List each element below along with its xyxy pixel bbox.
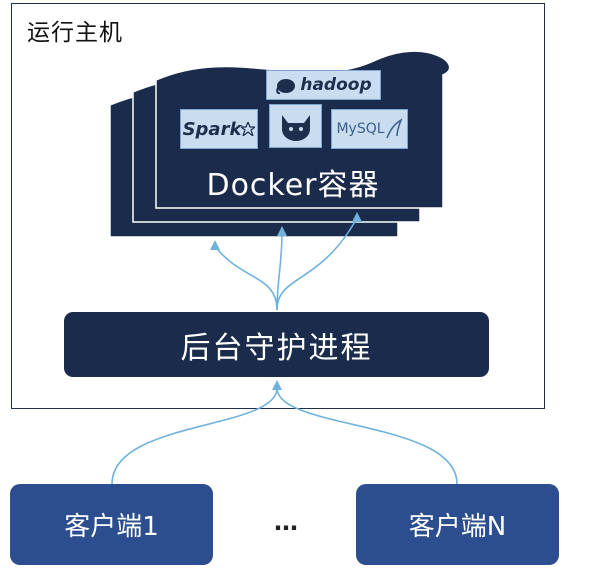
arrowhead-front bbox=[352, 212, 362, 222]
client-to-daemon-arrows bbox=[111, 387, 458, 485]
elephant-icon bbox=[276, 79, 296, 95]
arrow-to-container-back bbox=[214, 245, 278, 311]
client-1-label: 客户端1 bbox=[64, 512, 159, 542]
arrow-from-client-n bbox=[276, 387, 458, 485]
docker-container-label: Docker容器 bbox=[206, 168, 380, 203]
arrowheads-top bbox=[210, 212, 362, 250]
client-1-box: 客户端1 bbox=[10, 484, 213, 565]
arrow-to-container-front bbox=[276, 217, 358, 311]
dolphin-icon bbox=[385, 118, 402, 139]
host-label: 运行主机 bbox=[27, 20, 123, 46]
tomcat-cat-icon bbox=[281, 115, 310, 141]
hadoop-logo: hadoop bbox=[266, 70, 381, 100]
daemon-to-container-arrows bbox=[214, 217, 358, 311]
client-n-box: 客户端N bbox=[356, 484, 559, 565]
mysql-logo-text: MySQL bbox=[336, 121, 385, 137]
spark-logo: Spark bbox=[180, 109, 258, 149]
star-icon bbox=[241, 122, 256, 136]
daemon-label: 后台守护进程 bbox=[180, 330, 373, 366]
arrowhead-back bbox=[210, 240, 220, 250]
tomcat-logo bbox=[269, 104, 322, 148]
hadoop-logo-text: hadoop bbox=[300, 75, 372, 95]
spark-logo-text: Spark bbox=[182, 118, 242, 140]
arrowhead-middle bbox=[277, 226, 287, 236]
client-n-label: 客户端N bbox=[408, 512, 507, 542]
arrowhead-daemon bbox=[272, 380, 282, 390]
arrow-from-client-1 bbox=[111, 387, 278, 485]
daemon-box: 后台守护进程 bbox=[64, 312, 489, 377]
clients-ellipsis: … bbox=[274, 508, 298, 536]
mysql-logo: MySQL bbox=[331, 109, 408, 149]
